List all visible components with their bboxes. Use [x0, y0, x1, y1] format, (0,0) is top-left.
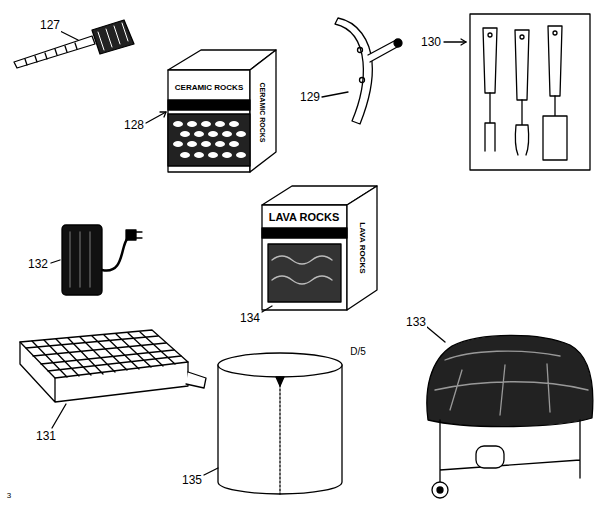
- leader-line: [146, 112, 166, 123]
- leader-line: [204, 468, 218, 475]
- callout-number: 129: [299, 90, 321, 104]
- utensil-set: [444, 14, 590, 170]
- rotisserie-motor: [51, 225, 142, 295]
- leader-line: [444, 41, 466, 42]
- note-text: D/5: [349, 346, 367, 358]
- cylinder-cover: [204, 353, 342, 494]
- callout-number: 133: [405, 315, 427, 329]
- leader-line: [52, 404, 66, 428]
- grill-tool: [322, 18, 402, 124]
- package-text: CERAMIC ROCKS: [175, 84, 243, 92]
- callout-number: 134: [239, 311, 261, 325]
- note-text: 3: [6, 491, 12, 501]
- ceramic-rocks-box: [146, 50, 276, 172]
- leader-line: [51, 260, 60, 263]
- package-text: LAVA ROCKS: [269, 212, 340, 223]
- callout-number: 132: [27, 257, 49, 271]
- grill-brush: [14, 20, 134, 68]
- callout-number: 131: [35, 429, 57, 443]
- callout-number: 130: [420, 35, 442, 49]
- grill-basket: [20, 330, 206, 428]
- leader-line: [262, 306, 272, 312]
- leader-line: [322, 92, 348, 97]
- callout-number: 128: [123, 118, 145, 132]
- package-text: LAVA ROCKS: [358, 222, 366, 273]
- callout-number: 127: [39, 18, 61, 32]
- leader-line: [427, 327, 445, 342]
- grill-cover: [427, 327, 593, 498]
- callout-number: 135: [181, 473, 203, 487]
- package-text: CERAMIC ROCKS: [259, 82, 266, 142]
- lava-rocks-box: [262, 186, 377, 312]
